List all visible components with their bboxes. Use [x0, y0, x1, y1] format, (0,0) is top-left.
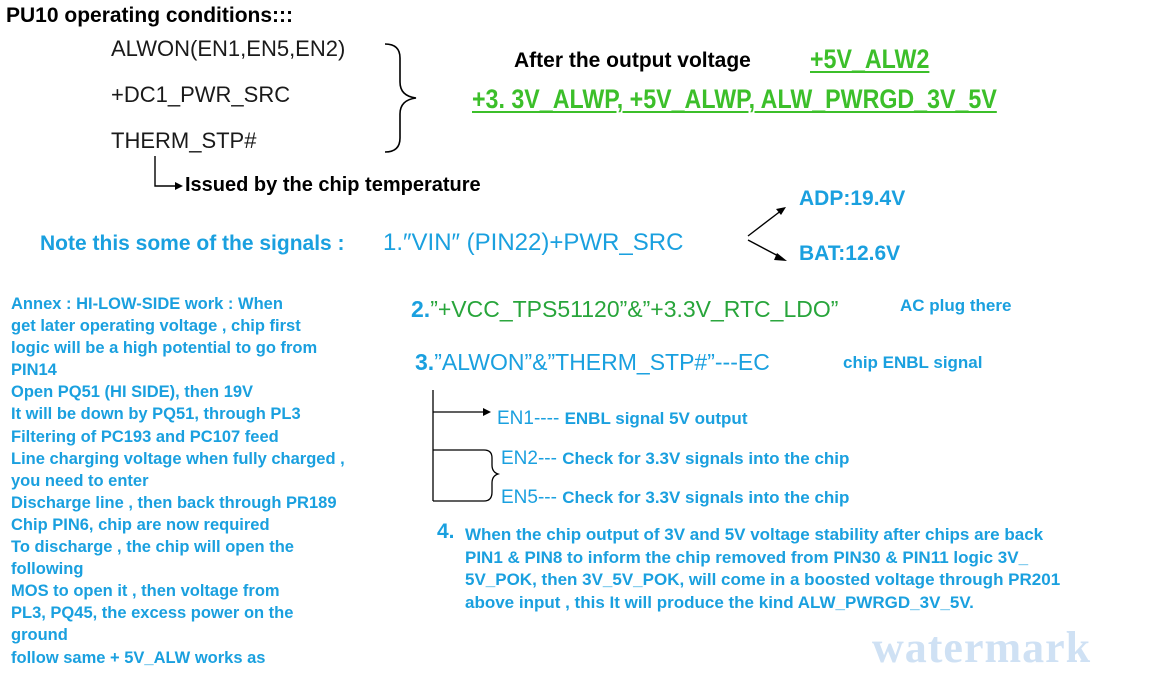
annex-line: Discharge line , then back through PR189: [11, 493, 337, 512]
item-4-line: When the chip output of 3V and 5V voltag…: [465, 525, 1044, 544]
en5-label: EN5---: [501, 487, 557, 508]
annex-line: Annex : HI-LOW-SIDE work : When: [11, 295, 283, 313]
issued-arrow-line: [154, 156, 178, 187]
annex-line: Line charging voltage when fully charged…: [11, 449, 345, 468]
rail-5v-alw2: +5V_ALW2: [810, 44, 930, 74]
annex-line: Chip PIN6, chip are now required: [11, 515, 270, 534]
adp-arrow-head: [776, 207, 786, 215]
chip-enbl-note: chip ENBL signal: [843, 353, 983, 372]
item-3: 3.”ALWON”&”THERM_STP#”---EC: [415, 349, 770, 376]
en1-label: EN1----: [497, 408, 560, 429]
item-3-number: 3.: [415, 349, 435, 375]
en5-desc: Check for 3.3V signals into the chip: [562, 488, 850, 507]
condition-alwon: ALWON(EN1,EN5,EN2): [111, 36, 346, 61]
annex-line: logic will be a high potential to go fro…: [11, 339, 318, 358]
note-item-1: 1.″VIN″ (PIN22)+PWR_SRC: [383, 229, 684, 256]
en2-desc: Check for 3.3V signals into the chip: [562, 449, 850, 468]
annex-line: MOS to open it , then voltage from: [11, 582, 280, 601]
item-3-text: ”ALWON”&”THERM_STP#”---EC: [434, 349, 770, 375]
item-4-number: 4.: [437, 520, 455, 543]
annex-line: Open PQ51 (HI SIDE), then 19V: [11, 383, 254, 402]
bat-voltage: BAT:12.6V: [799, 242, 901, 265]
after-output-label: After the output voltage: [514, 49, 751, 72]
annex-line: follow same + 5V_ALW works as: [11, 648, 266, 667]
annex-line: It will be down by PQ51, through PL3: [11, 405, 301, 424]
annex-line: get later operating voltage , chip first: [11, 317, 301, 336]
conditions-brace: [384, 43, 417, 153]
annex-line: Filtering of PC193 and PC107 feed: [11, 427, 279, 446]
item-4-line: above input , this It will produce the k…: [465, 592, 974, 612]
en-brace: [483, 449, 501, 502]
note-label: Note this some of the signals :: [40, 232, 345, 255]
item-2-number: 2.: [411, 296, 431, 322]
en1-arrow-head: [483, 408, 491, 416]
annex-line: ground: [11, 626, 68, 645]
item-4-text: When the chip output of 3V and 5V voltag…: [465, 524, 1060, 614]
annex-line: you need to enter: [11, 471, 149, 490]
adp-arrow-line: [747, 209, 783, 237]
en1-row: EN1---- ENBL signal 5V output: [497, 408, 747, 430]
issued-note: Issued by the chip temperature: [185, 174, 481, 196]
annex-line: PIN14: [11, 361, 57, 380]
issued-arrow-head: [175, 182, 183, 190]
bat-arrow-head: [774, 253, 787, 261]
condition-therm-stp: THERM_STP#: [111, 128, 257, 153]
adp-voltage: ADP:19.4V: [799, 187, 906, 210]
item-2: 2.”+VCC_TPS51120”&”+3.3V_RTC_LDO”: [411, 296, 838, 323]
en2-row: EN2--- Check for 3.3V signals into the c…: [501, 448, 849, 470]
en2-label: EN2---: [501, 448, 557, 469]
page-title: PU10 operating conditions:::: [6, 4, 294, 27]
rails-line: +3. 3V_ALWP, +5V_ALWP, ALW_PWRGD_3V_5V: [472, 84, 997, 114]
annex-line: PL3, PQ45, the excess power on the: [11, 604, 294, 623]
annex-line: following: [11, 560, 84, 579]
watermark: watermark: [872, 623, 1092, 672]
annex-paragraph: Annex : HI-LOW-SIDE work : When get late…: [11, 293, 345, 669]
en1-desc: ENBL signal 5V output: [564, 409, 748, 428]
ac-plug-note: AC plug there: [900, 296, 1012, 315]
item-2-text: ”+VCC_TPS51120”&”+3.3V_RTC_LDO”: [430, 296, 839, 322]
annex-line: To discharge , the chip will open the: [11, 538, 294, 557]
item-4-line: 5V_POK, then 3V_5V_POK, will come in a b…: [465, 570, 1061, 589]
item-4-line: PIN1 & PIN8 to inform the chip removed f…: [465, 547, 1029, 567]
condition-dc1-pwr-src: +DC1_PWR_SRC: [111, 82, 291, 107]
en5-row: EN5--- Check for 3.3V signals into the c…: [501, 487, 849, 509]
